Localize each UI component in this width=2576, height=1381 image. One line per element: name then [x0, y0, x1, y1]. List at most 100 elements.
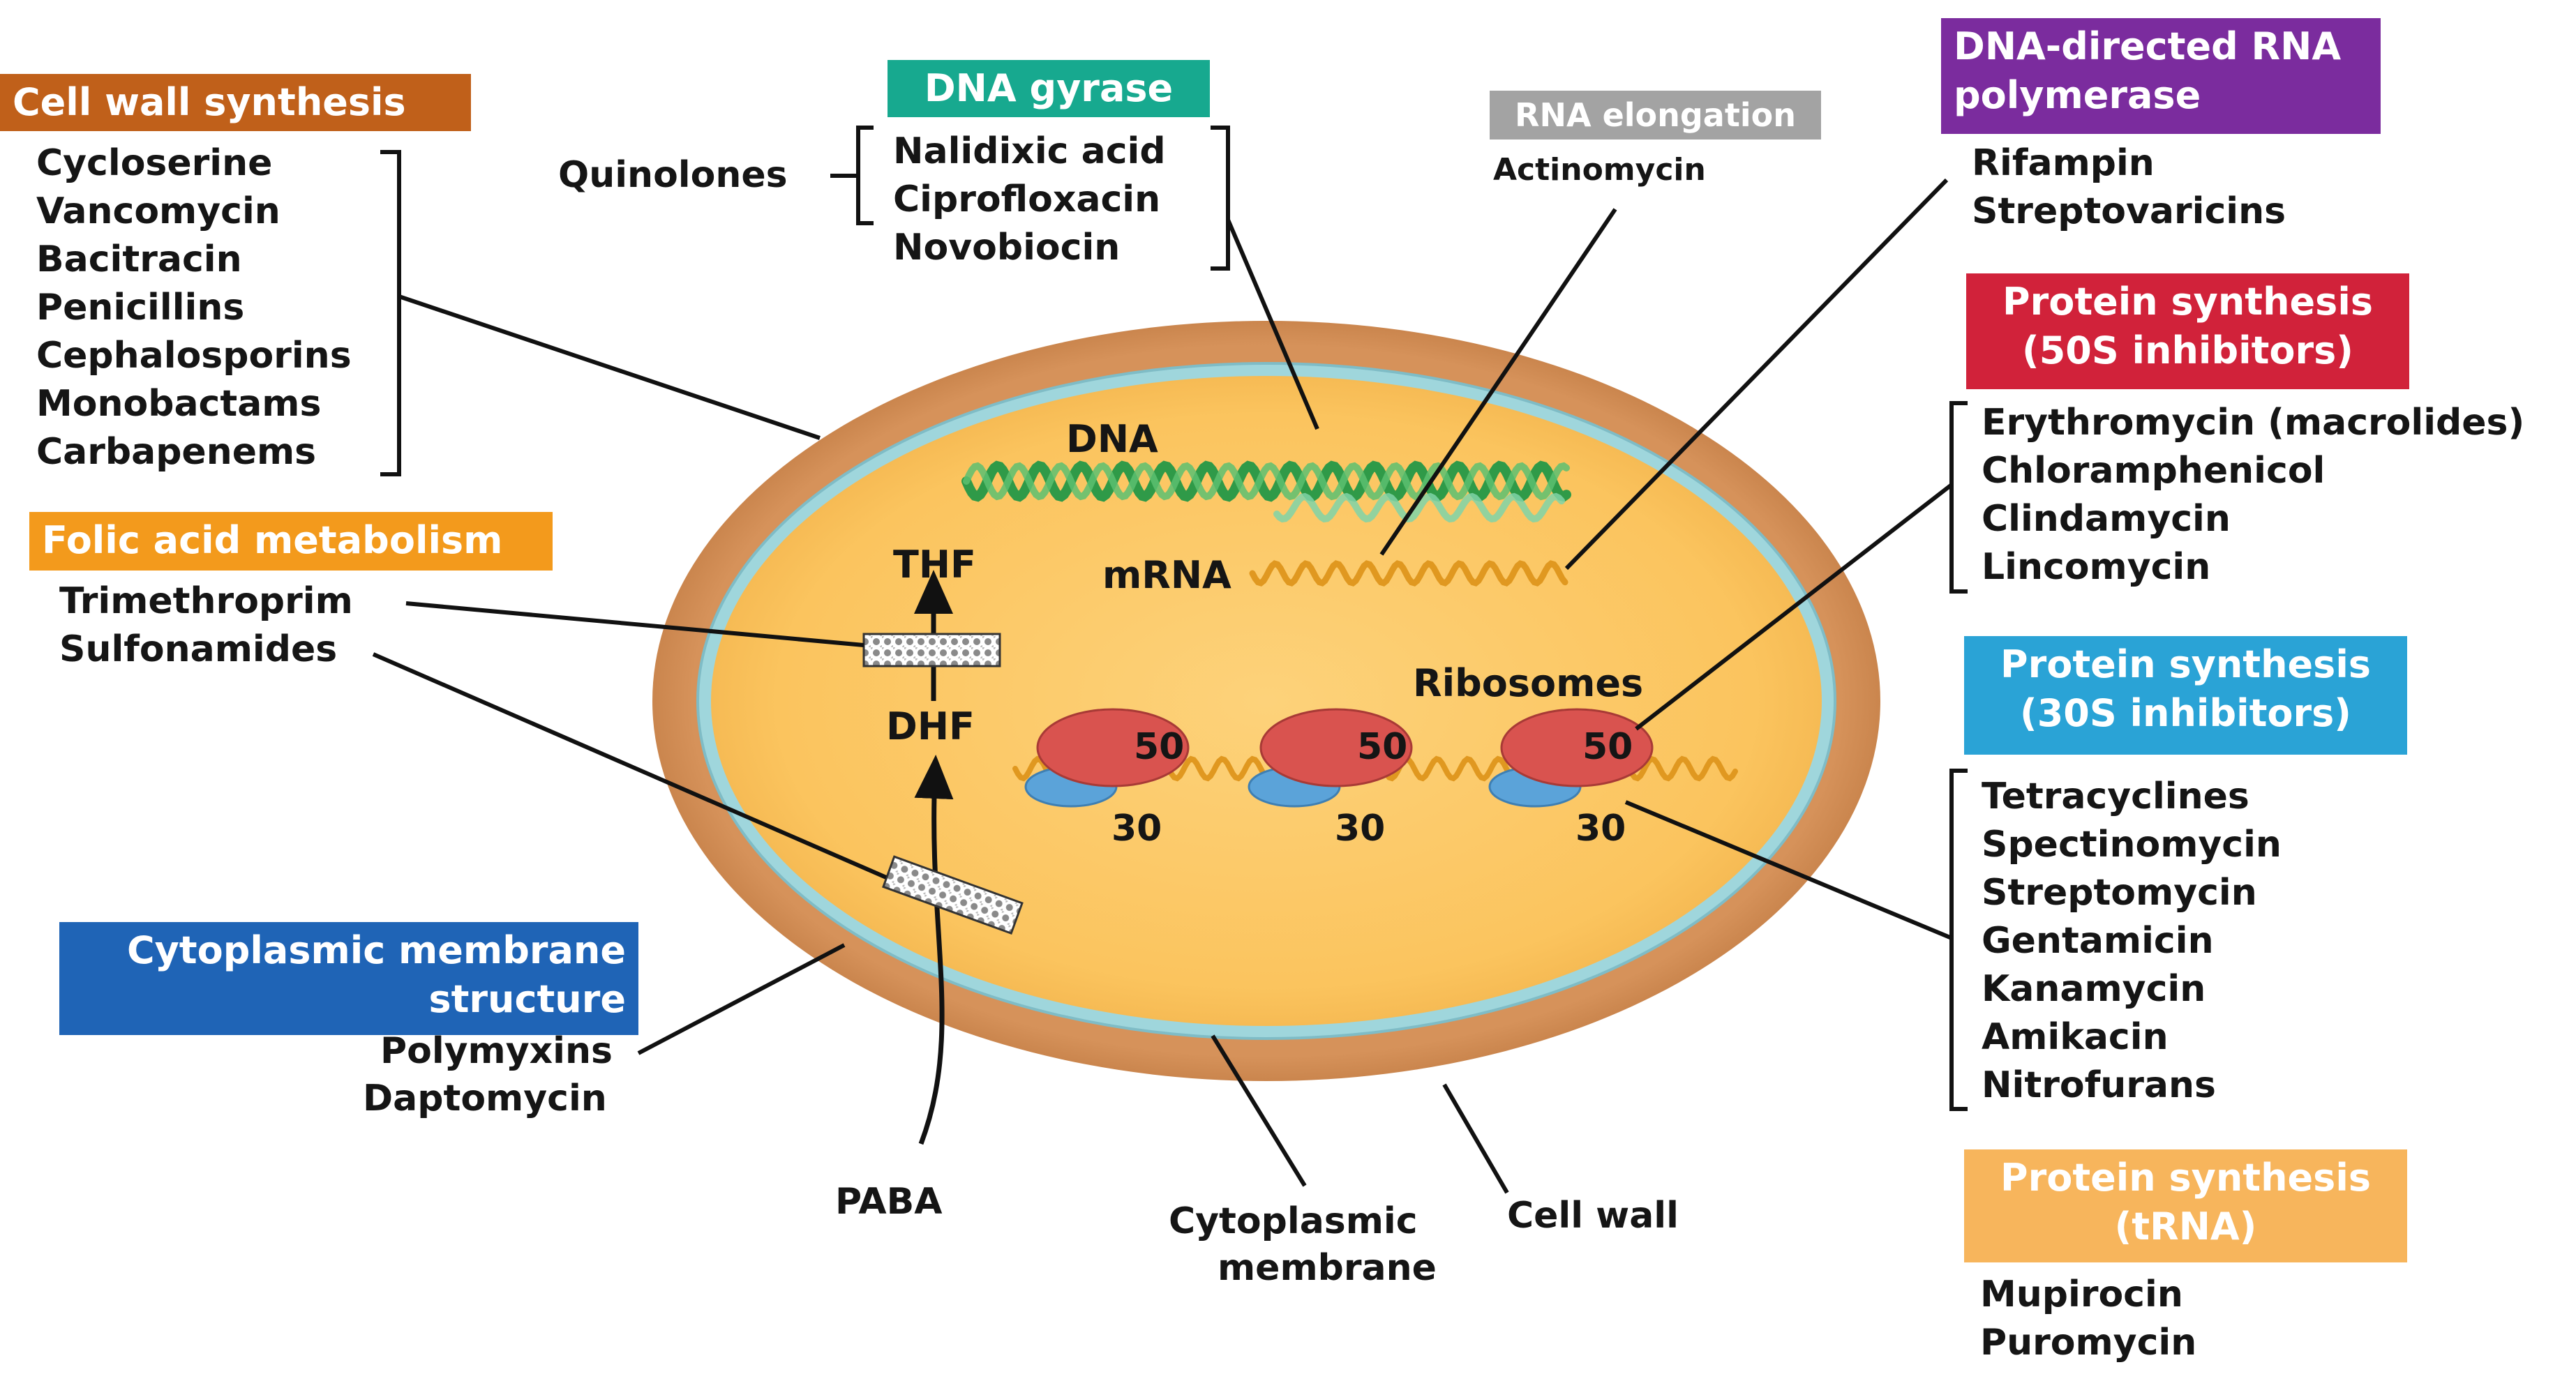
drug-item: Polymyxins — [380, 1030, 613, 1072]
protein-trna-drug-list: Mupirocin Puromycin — [1980, 1271, 2196, 1367]
small-subunit-label: 30 — [1335, 808, 1385, 850]
cell-wall-synthesis-leader — [398, 294, 821, 440]
drug-item: Gentamicin — [1982, 920, 2214, 962]
drug-item: Actinomycin — [1493, 152, 1706, 188]
drug-item: Clindamycin — [1982, 498, 2231, 540]
membrane-structure-header: Cytoplasmic membrane structure — [59, 922, 638, 1035]
protein-50s-header-line2: (50S inhibitors) — [2022, 329, 2353, 372]
dna-gyrase-header: DNA gyrase — [888, 60, 1210, 117]
drug-item: Cephalosporins — [36, 335, 352, 377]
drug-item: Nalidixic acid — [893, 130, 1166, 172]
membrane-structure-header-line1: Cytoplasmic membrane — [126, 928, 626, 972]
quinolones-label: Quinolones — [558, 154, 788, 196]
drug-item: Ciprofloxacin — [893, 179, 1161, 220]
cell-wall-label: Cell wall — [1507, 1195, 1679, 1237]
drug-item: Chloramphenicol — [1982, 450, 2326, 492]
dna-gyrase-drug-list: Nalidixic acid Ciprofloxacin Novobiocin — [893, 128, 1166, 272]
drug-item: Mupirocin — [1980, 1274, 2183, 1315]
ribosome-large-subunit — [1259, 708, 1413, 787]
cell-wall-bracket — [380, 150, 401, 476]
protein-trna-header-line2: (tRNA) — [2114, 1205, 2257, 1248]
cell-wall-synthesis-header: Cell wall synthesis — [0, 74, 471, 131]
protein-30s-leader — [1624, 800, 1953, 940]
paba-label: PABA — [835, 1181, 942, 1223]
protein-50s-header: Protein synthesis (50S inhibitors) — [1966, 273, 2409, 389]
drug-item: Nitrofurans — [1982, 1064, 2216, 1106]
drug-item: Monobactams — [36, 383, 322, 425]
paba-to-dhf-arrow — [914, 755, 954, 1145]
drug-item: Sulfonamides — [59, 628, 338, 670]
small-subunit-label: 30 — [1111, 808, 1162, 850]
trimethoprim-leader — [405, 601, 864, 647]
quinolones-bracket — [830, 126, 874, 225]
cytoplasm — [711, 376, 1822, 1026]
small-subunit-label: 30 — [1575, 808, 1626, 850]
rna-polymerase-header-line1: DNA-directed RNA — [1954, 24, 2342, 68]
drug-item: Daptomycin — [363, 1078, 607, 1119]
drug-item: Rifampin — [1972, 142, 2155, 184]
dna-label: DNA — [1066, 417, 1158, 461]
membrane-structure-leader — [637, 943, 846, 1055]
protein-30s-header: Protein synthesis (30S inhibitors) — [1964, 636, 2407, 755]
drug-item: Streptovaricins — [1972, 190, 2286, 232]
ribosome-large-subunit — [1500, 708, 1654, 787]
drug-item: Trimethroprim — [59, 580, 353, 622]
ribosomes-label: Ribosomes — [1413, 661, 1643, 705]
cytoplasmic-membrane-label-line1: Cytoplasmic — [1169, 1200, 1418, 1242]
dna-gyrase-leader — [1226, 218, 1319, 430]
dhf-label: DHF — [886, 704, 975, 748]
rna-polymerase-header: DNA-directed RNA polymerase — [1941, 18, 2381, 134]
trimethoprim-block-bar — [862, 633, 1001, 667]
thf-label: THF — [893, 543, 976, 587]
ribosome: 50 30 — [1248, 708, 1413, 850]
cytoplasmic-membrane-label-line2: membrane — [1218, 1247, 1437, 1289]
protein-50s-header-line1: Protein synthesis — [2002, 280, 2373, 324]
cytoplasmic-membrane-leader — [1211, 1034, 1307, 1187]
rna-elongation-leader — [1379, 208, 1617, 556]
drug-item: Novobiocin — [893, 227, 1121, 269]
drug-item: Vancomycin — [36, 190, 280, 232]
ribosome: 50 30 — [1024, 708, 1190, 850]
drug-item: Puromycin — [1980, 1322, 2197, 1364]
sulfonamides-leader — [372, 652, 888, 880]
rna-polymerase-leader — [1564, 178, 1949, 571]
protein-30s-header-line2: (30S inhibitors) — [2020, 691, 2351, 735]
folic-acid-drug-list: Trimethroprim Sulfonamides — [59, 578, 353, 674]
protein-30s-header-line1: Protein synthesis — [2000, 642, 2371, 686]
rna-elongation-header: RNA elongation — [1490, 91, 1821, 139]
large-subunit-label: 50 — [1134, 726, 1184, 768]
drug-item: Amikacin — [1982, 1016, 2169, 1058]
drug-item: Bacitracin — [36, 239, 242, 280]
drug-item: Kanamycin — [1982, 968, 2206, 1010]
drug-item: Tetracyclines — [1982, 776, 2249, 817]
drug-item: Streptomycin — [1982, 872, 2257, 914]
large-subunit-label: 50 — [1582, 726, 1633, 768]
membrane-structure-header-line2: structure — [428, 977, 626, 1021]
dna-gyrase-bracket — [1211, 126, 1230, 271]
sulfonamide-block-bar — [882, 855, 1024, 935]
large-subunit-label: 50 — [1357, 726, 1407, 768]
rna-polymerase-drug-list: Rifampin Streptovaricins — [1972, 139, 2286, 236]
cell-wall-leader — [1442, 1083, 1509, 1194]
ribosome-large-subunit — [1036, 708, 1190, 787]
drug-item: Cycloserine — [36, 142, 273, 184]
protein-trna-header-line1: Protein synthesis — [2000, 1156, 2371, 1200]
mrna-label: mRNA — [1102, 553, 1231, 597]
protein-trna-header: Protein synthesis (tRNA) — [1964, 1149, 2407, 1262]
protein-30s-drug-list: Tetracyclines Spectinomycin Streptomycin… — [1982, 773, 2282, 1110]
folic-acid-header: Folic acid metabolism — [29, 512, 553, 571]
protein-30s-bracket — [1949, 769, 1968, 1111]
drug-item: Carbapenems — [36, 431, 317, 473]
protein-50s-drug-list: Erythromycin (macrolides) Chloramphenico… — [1982, 399, 2524, 591]
mrna-strand — [1249, 560, 1568, 587]
protein-50s-leader — [1635, 483, 1953, 731]
dna-helix — [961, 460, 1571, 523]
rna-polymerase-header-line2: polymerase — [1954, 73, 2201, 117]
protein-50s-bracket — [1949, 401, 1968, 594]
drug-item: Penicillins — [36, 287, 245, 329]
drug-item: Spectinomycin — [1982, 824, 2282, 866]
drug-item: Erythromycin (macrolides) — [1982, 402, 2525, 444]
drug-item: Lincomycin — [1982, 546, 2211, 588]
